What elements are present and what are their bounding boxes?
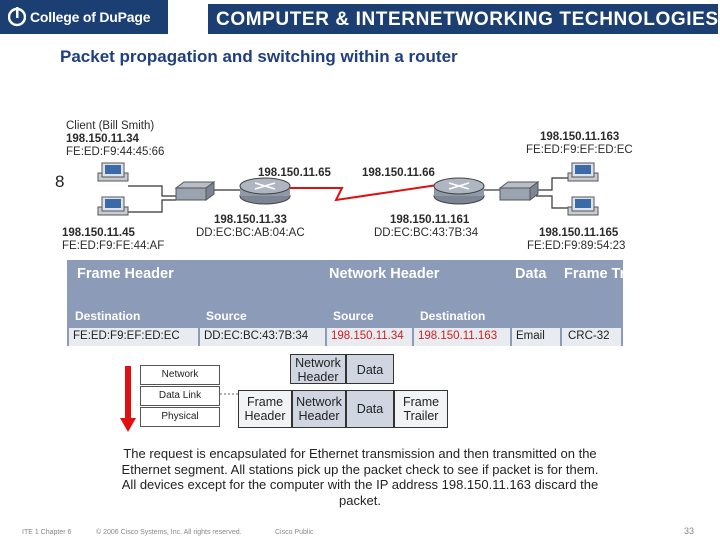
network-header-title: Network Header bbox=[329, 266, 440, 282]
router2-lan-ip: 198.150.11.161 bbox=[390, 214, 470, 226]
packet-data-text: Data bbox=[356, 363, 384, 377]
cell-destination-mac: FE:ED:F9:EF:ED:EC bbox=[69, 328, 198, 346]
slide-marker: 8 bbox=[55, 172, 65, 191]
cell-data: Email bbox=[512, 328, 560, 346]
client-pc-icon bbox=[97, 162, 129, 182]
frame-trailer-title: Frame Trailer bbox=[564, 266, 655, 283]
frame-trailer-title-text: Frame Trailer bbox=[564, 266, 656, 282]
frame-header-box: Frame Header bbox=[238, 390, 292, 428]
college-logo-icon bbox=[8, 7, 26, 27]
packet-network-header-text: Network Header bbox=[295, 356, 341, 384]
host-right-bottom-mac: FE:ED:F9:89:54:23 bbox=[527, 240, 626, 252]
host-right-bottom-ip: 198.150.11.165 bbox=[539, 227, 619, 239]
pc-right-top-icon bbox=[567, 162, 599, 182]
program-banner: COMPUTER & INTERNETWORKING TECHNOLOGIES bbox=[208, 4, 718, 34]
client-label: Client (Bill Smith) 198.150.11.34 FE:ED:… bbox=[66, 120, 164, 159]
left-lan-cabling bbox=[128, 185, 240, 213]
serial-wan-link bbox=[290, 183, 445, 202]
packet-network-header: Network Header bbox=[290, 354, 346, 384]
col-source-ip: Source bbox=[327, 305, 412, 327]
packet-data: Data bbox=[346, 354, 394, 384]
pc-right-bottom-icon bbox=[567, 196, 599, 216]
frame-header-box-text: Frame Header bbox=[244, 395, 286, 423]
frame-data-text: Data bbox=[356, 402, 384, 416]
host-right-top-ip: 198.150.11.163 bbox=[540, 131, 620, 143]
frame-trailer-box-text: Frame Trailer bbox=[402, 395, 440, 423]
osi-datalink-layer: Data Link bbox=[140, 386, 220, 406]
osi-physical-layer: Physical bbox=[140, 407, 220, 427]
frame-network-header-text: Network Header bbox=[296, 395, 342, 423]
data-title: Data bbox=[515, 266, 547, 282]
client-name: Client (Bill Smith) bbox=[66, 120, 155, 132]
frame-network-header: Network Header bbox=[292, 390, 346, 428]
host-right-bottom-label: 198.150.11.165 FE:ED:F9:89:54:23 bbox=[527, 227, 625, 253]
frame-header-title: Frame Header bbox=[77, 266, 174, 282]
frame-trailer-box: Frame Trailer bbox=[394, 390, 448, 428]
pc-left-bottom-icon bbox=[97, 196, 129, 216]
footer-classification: Cisco Public bbox=[275, 529, 314, 536]
router1-lan-label: 198.150.11.33 DD:EC:BC:AB:04:AC bbox=[196, 214, 305, 240]
network-topology bbox=[97, 162, 599, 216]
router-link-left-ip: 198.150.11.65 bbox=[258, 167, 331, 179]
osi-network-layer: Network bbox=[140, 365, 220, 385]
cell-source-mac: DD:EC:BC:43:7B:34 bbox=[200, 328, 325, 346]
host-right-top-label: 198.150.11.163 FE:ED:F9:EF:ED:EC bbox=[526, 131, 633, 157]
client-mac: FE:ED:F9:44:45:66 bbox=[66, 146, 165, 158]
college-logo[interactable]: College of DuPage bbox=[0, 0, 168, 34]
dashed-guide bbox=[220, 393, 240, 395]
footer-page-number: 33 bbox=[684, 526, 695, 536]
router-link-right-ip: 198.150.11.66 bbox=[362, 167, 435, 179]
header-bar: College of DuPage COMPUTER & INTERNETWOR… bbox=[0, 0, 720, 34]
host-left-bottom-mac: FE:ED:F9:FE:44:AF bbox=[62, 240, 165, 252]
college-logo-text: College of DuPage bbox=[30, 9, 151, 25]
footer-chapter: ITE 1 Chapter 6 bbox=[22, 529, 72, 536]
footer-copyright: © 2006 Cisco Systems, Inc. All rights re… bbox=[96, 529, 242, 536]
host-left-bottom-label: 198.150.11.45 FE:ED:F9:FE:44:AF bbox=[62, 227, 164, 253]
right-switch-icon bbox=[498, 181, 540, 201]
host-right-top-mac: FE:ED:F9:EF:ED:EC bbox=[526, 144, 633, 156]
frame-table: Frame Header Network Header Data Frame T… bbox=[67, 260, 655, 346]
router-2-icon bbox=[433, 177, 485, 205]
router-1-icon bbox=[239, 177, 291, 205]
frame-data: Data bbox=[346, 390, 394, 428]
router2-lan-mac: DD:EC:BC:43:7B:34 bbox=[374, 227, 479, 239]
client-ip: 198.150.11.34 bbox=[66, 133, 139, 145]
router2-lan-label: 198.150.11.161 DD:EC:BC:43:7B:34 bbox=[374, 214, 478, 240]
encapsulation-arrow bbox=[120, 366, 136, 432]
slide-title: Packet propagation and switching within … bbox=[60, 47, 458, 66]
col-destination-ip: Destination bbox=[414, 305, 510, 327]
router1-lan-ip: 198.150.11.33 bbox=[214, 214, 287, 226]
left-switch-icon bbox=[174, 181, 216, 201]
program-banner-text: COMPUTER & INTERNETWORKING TECHNOLOGIES bbox=[216, 9, 719, 30]
cell-frame-trailer: CRC-32 bbox=[562, 328, 621, 346]
col-source-mac: Source bbox=[200, 305, 325, 327]
description-text: The request is encapsulated for Ethernet… bbox=[121, 446, 599, 508]
router1-lan-mac: DD:EC:BC:AB:04:AC bbox=[196, 227, 305, 239]
cell-destination-ip: 198.150.11.163 bbox=[414, 328, 510, 346]
right-lan-cabling bbox=[484, 177, 568, 209]
host-left-bottom-ip: 198.150.11.45 bbox=[62, 227, 135, 239]
col-destination-mac: Destination bbox=[69, 305, 198, 327]
cell-source-ip: 198.150.11.34 bbox=[327, 328, 412, 346]
